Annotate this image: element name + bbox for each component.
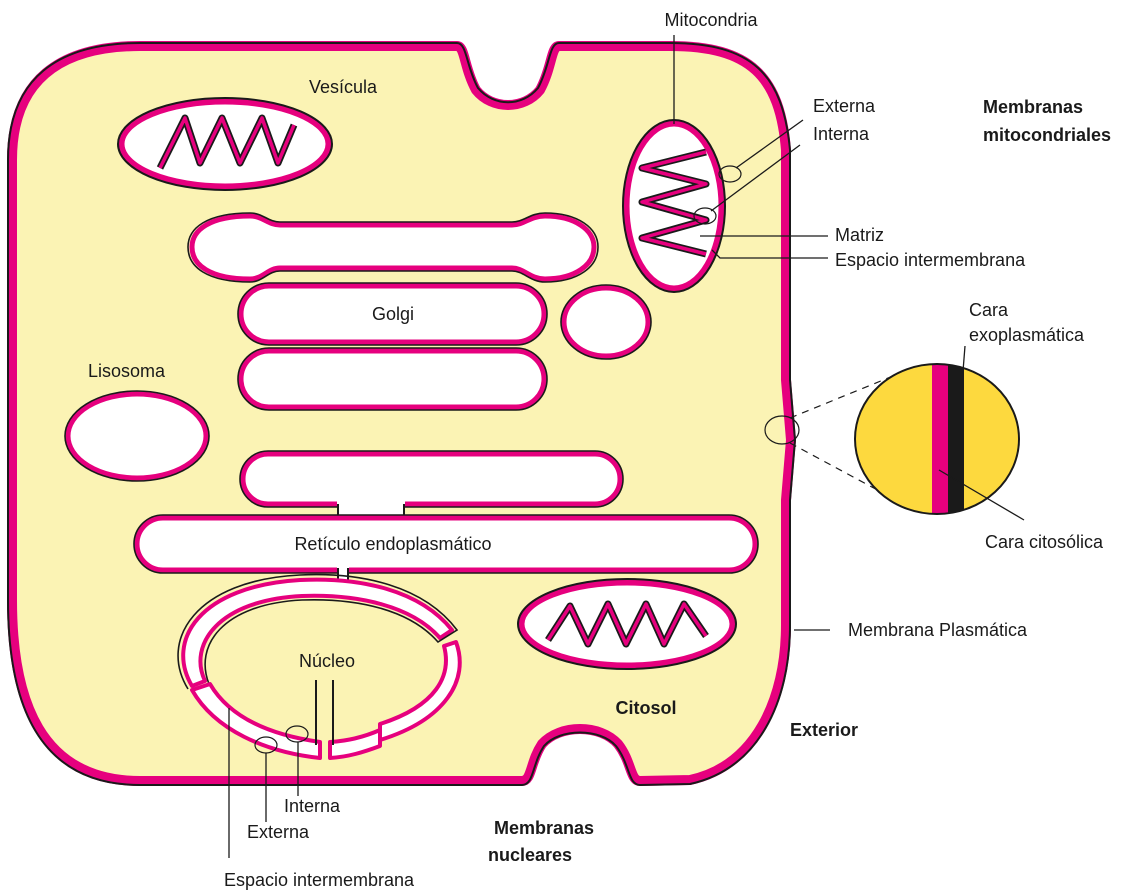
mitochondrion-top-left	[118, 98, 332, 190]
golgi-vesicle	[564, 288, 648, 356]
label-nuc-membranes-1: Membranas	[494, 818, 594, 838]
mitochondrion-vertical	[623, 120, 725, 292]
membrane-zoom	[765, 360, 1030, 520]
label-citosol: Citosol	[616, 698, 677, 718]
label-mito-interna: Interna	[813, 124, 870, 144]
mitochondrion-bottom	[518, 579, 736, 669]
label-mitocondria: Mitocondria	[664, 10, 758, 30]
label-nuc-membranes-2: nucleares	[488, 845, 572, 865]
exoplasmic-face	[948, 360, 964, 520]
label-nucleo: Núcleo	[299, 651, 355, 671]
golgi-cisterna-2	[241, 351, 544, 407]
label-golgi: Golgi	[372, 304, 414, 324]
cytosolic-face	[932, 360, 948, 520]
label-matriz: Matriz	[835, 225, 884, 245]
label-membrana-plasmatica: Membrana Plasmática	[848, 620, 1028, 640]
label-cara-citosolica: Cara citosólica	[985, 532, 1104, 552]
label-nuc-interna: Interna	[284, 796, 341, 816]
golgi-dumbbell	[192, 216, 594, 279]
label-reticulo: Retículo endoplasmático	[294, 534, 491, 554]
label-nuc-externa: Externa	[247, 822, 310, 842]
label-lisosoma: Lisosoma	[88, 361, 166, 381]
label-nuc-intermembrana: Espacio intermembrana	[224, 870, 415, 890]
label-exterior: Exterior	[790, 720, 858, 740]
golgi-cisterna-3	[243, 454, 620, 504]
label-mito-intermembrana: Espacio intermembrana	[835, 250, 1026, 270]
label-mito-membranes-2: mitocondriales	[983, 125, 1111, 145]
label-cara-1: Cara	[969, 300, 1009, 320]
label-mito-externa: Externa	[813, 96, 876, 116]
lysosome	[65, 391, 209, 481]
label-vesicula: Vesícula	[309, 77, 378, 97]
label-mito-membranes-1: Membranas	[983, 97, 1083, 117]
label-cara-2: exoplasmática	[969, 325, 1085, 345]
